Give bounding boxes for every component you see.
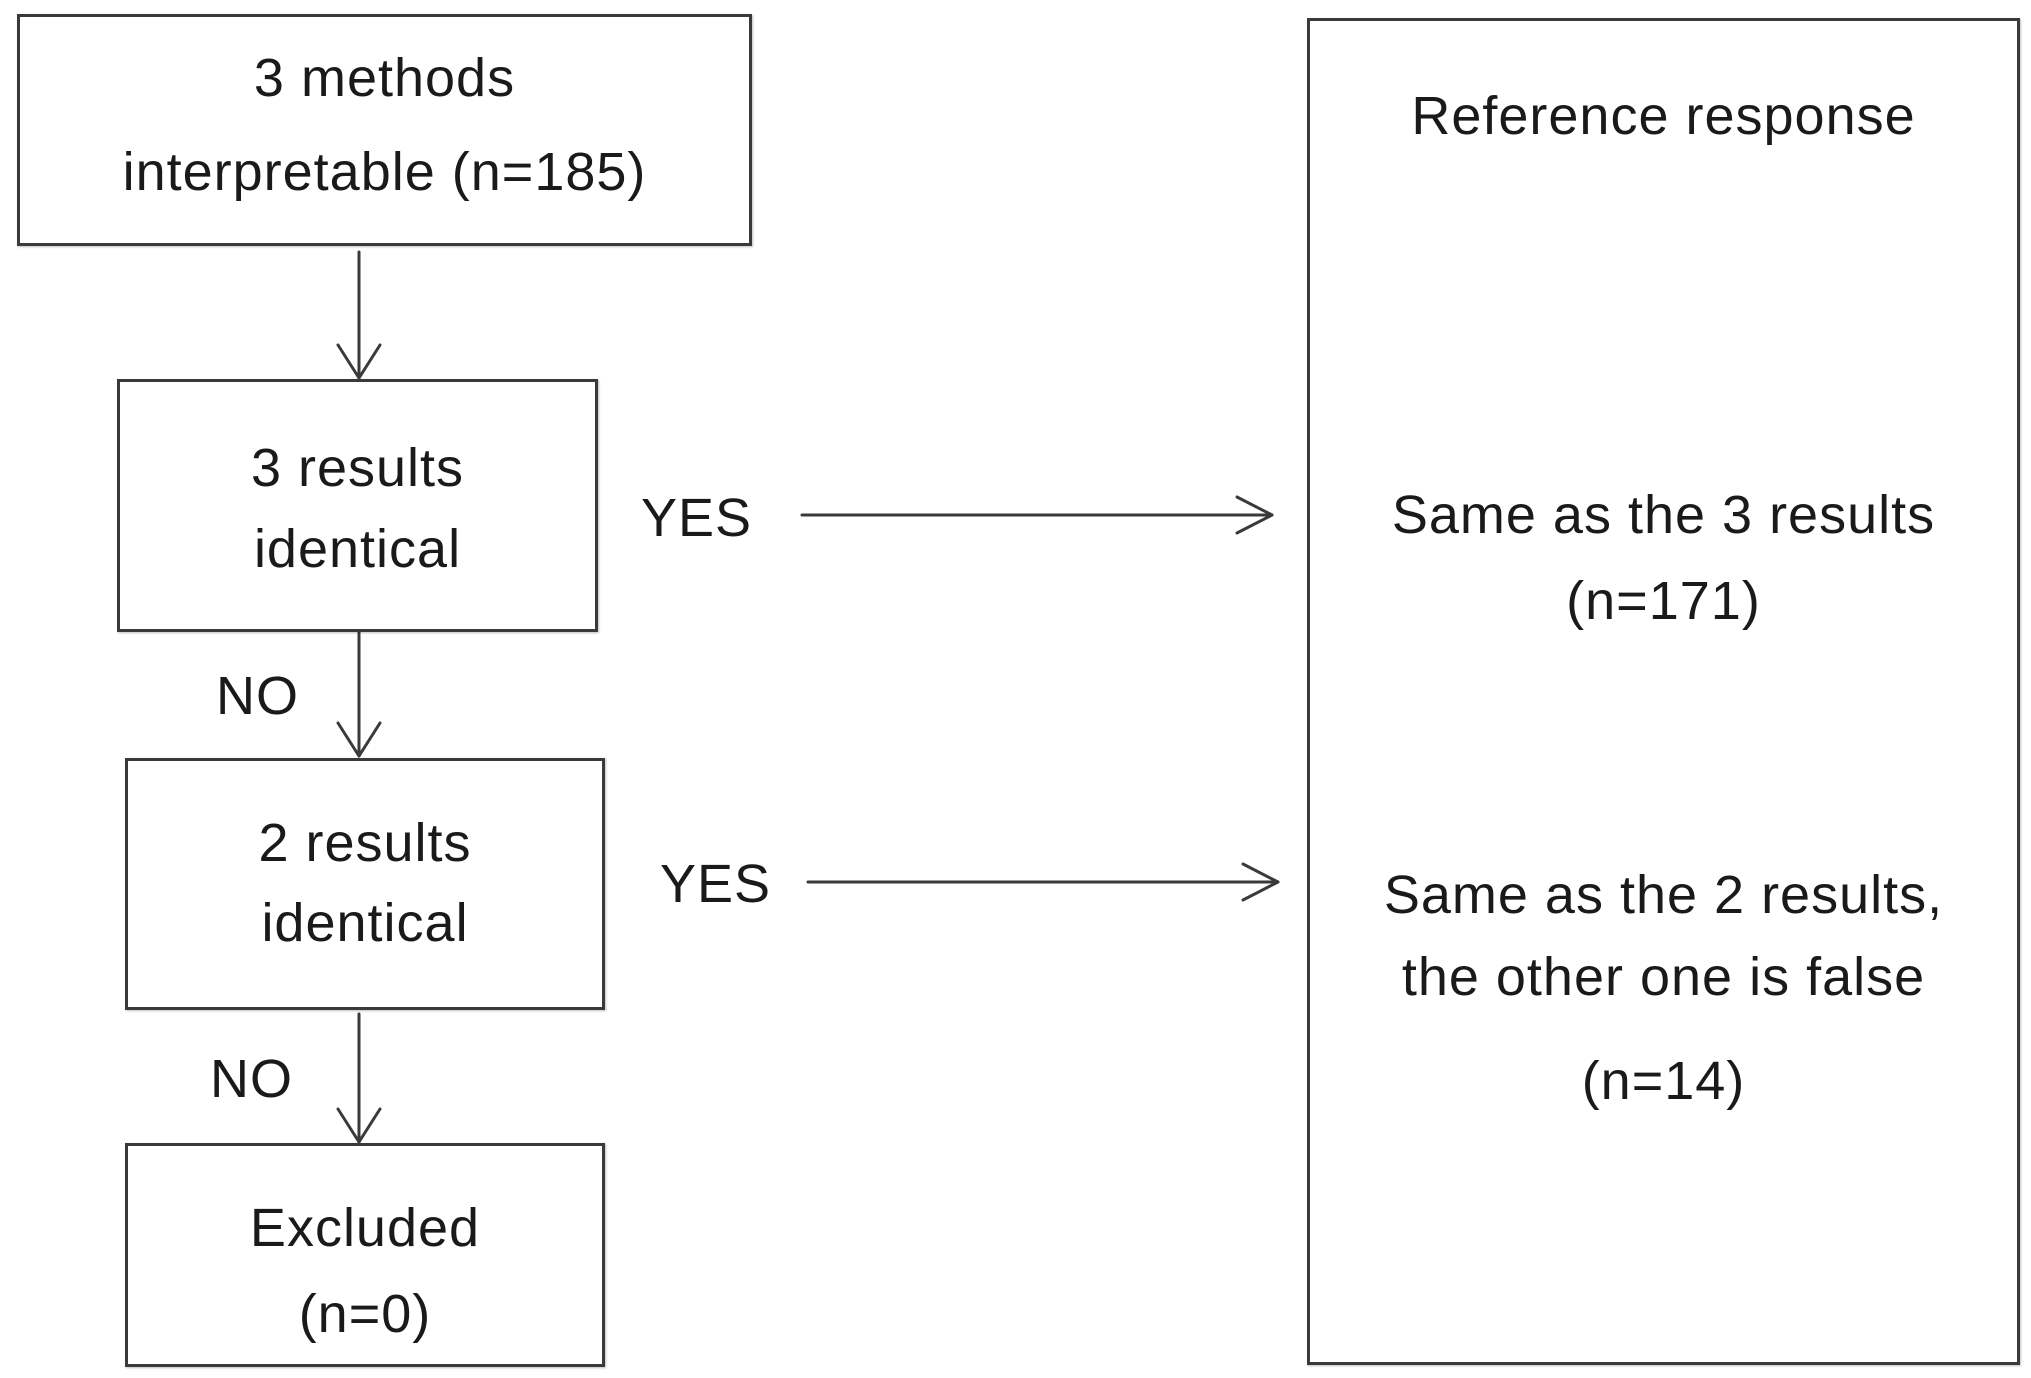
reference-response-title: Reference response bbox=[1411, 86, 1916, 146]
box-two-results-line2: identical bbox=[261, 893, 469, 953]
result-two-line1: Same as the 2 results, bbox=[1383, 865, 1944, 925]
box-three-methods-interpretable: 3 methods interpretable (n=185) bbox=[17, 14, 752, 246]
arrowhead-three-to-two bbox=[336, 721, 382, 758]
arrowhead-interpretable-to-three bbox=[336, 343, 382, 380]
label-no-two-results: NO bbox=[210, 1049, 293, 1109]
box-two-results-line1: 2 results bbox=[258, 813, 472, 873]
box-three-methods-line1: 3 methods bbox=[253, 48, 516, 108]
result-two-line3: (n=14) bbox=[1581, 1051, 1746, 1111]
box-excluded-line1: Excluded bbox=[249, 1198, 481, 1258]
box-excluded-line2: (n=0) bbox=[298, 1284, 432, 1344]
arrowhead-three-to-reference bbox=[1235, 495, 1274, 535]
box-excluded: Excluded (n=0) bbox=[125, 1143, 605, 1367]
box-three-results-identical: 3 results identical bbox=[117, 379, 598, 632]
box-three-methods-line2: interpretable (n=185) bbox=[122, 142, 647, 202]
label-no-three-results: NO bbox=[216, 666, 299, 726]
box-two-results-identical: 2 results identical bbox=[125, 758, 605, 1010]
box-three-results-line2: identical bbox=[253, 519, 462, 579]
result-two-line2: the other one is false bbox=[1401, 947, 1926, 1007]
result-three-line1: Same as the 3 results bbox=[1391, 485, 1936, 545]
label-yes-two-results: YES bbox=[660, 854, 772, 914]
arrowhead-two-to-excluded bbox=[336, 1107, 382, 1144]
result-three-line2: (n=171) bbox=[1566, 571, 1761, 631]
reference-response-panel: Reference response Same as the 3 results… bbox=[1307, 18, 2020, 1365]
box-three-results-line1: 3 results bbox=[250, 438, 465, 498]
arrowhead-two-to-reference bbox=[1241, 862, 1280, 902]
label-yes-three-results: YES bbox=[641, 488, 753, 548]
